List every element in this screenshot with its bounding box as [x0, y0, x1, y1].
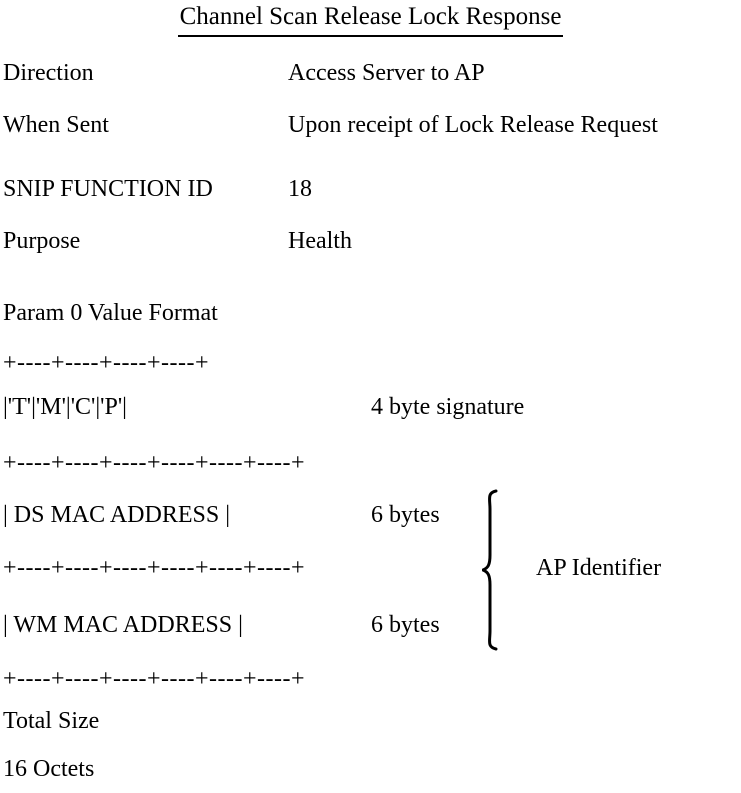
packet-group-label-ap-identifier: AP Identifier — [536, 555, 662, 581]
field-row-purpose: Purpose Health — [3, 226, 741, 256]
page-title-text: Channel Scan Release Lock Response — [177, 2, 564, 37]
packet-separator-bottom: +----+----+----+----+----+----+ — [3, 666, 306, 692]
packet-row-ds-mac-address: | DS MAC ADDRESS | — [3, 502, 231, 528]
packet-note-ds-mac-address: 6 bytes — [371, 502, 440, 528]
total-size-label: Total Size — [3, 708, 100, 734]
packet-note-wm-mac-address: 6 bytes — [371, 612, 440, 638]
packet-separator-between-macs: +----+----+----+----+----+----+ — [3, 555, 306, 581]
field-label-purpose: Purpose — [3, 228, 81, 254]
page-title: Channel Scan Release Lock Response — [0, 2, 741, 37]
total-size-value: 16 Octets — [3, 756, 95, 782]
packet-separator-after-signature: +----+----+----+----+----+----+ — [3, 450, 306, 476]
field-value-purpose: Health — [288, 228, 352, 254]
packet-separator-top: +----+----+----+----+ — [3, 350, 210, 376]
field-row-snip-function-id: SNIP FUNCTION ID 18 — [3, 174, 741, 204]
field-row-direction: Direction Access Server to AP — [3, 58, 741, 88]
curly-brace-icon — [482, 489, 512, 651]
field-value-when-sent: Upon receipt of Lock Release Request — [288, 112, 658, 138]
field-label-direction: Direction — [3, 60, 94, 86]
packet-note-signature: 4 byte signature — [371, 394, 525, 420]
field-label-when-sent: When Sent — [3, 112, 109, 138]
field-value-snip-function-id: 18 — [288, 176, 312, 202]
field-row-when-sent: When Sent Upon receipt of Lock Release R… — [3, 110, 741, 140]
param-format-heading: Param 0 Value Format — [3, 300, 218, 326]
packet-row-signature: |'T'|'M'|'C'|'P'| — [3, 394, 127, 420]
field-value-direction: Access Server to AP — [288, 60, 485, 86]
packet-row-wm-mac-address: | WM MAC ADDRESS | — [3, 612, 243, 638]
field-label-snip-function-id: SNIP FUNCTION ID — [3, 176, 213, 202]
